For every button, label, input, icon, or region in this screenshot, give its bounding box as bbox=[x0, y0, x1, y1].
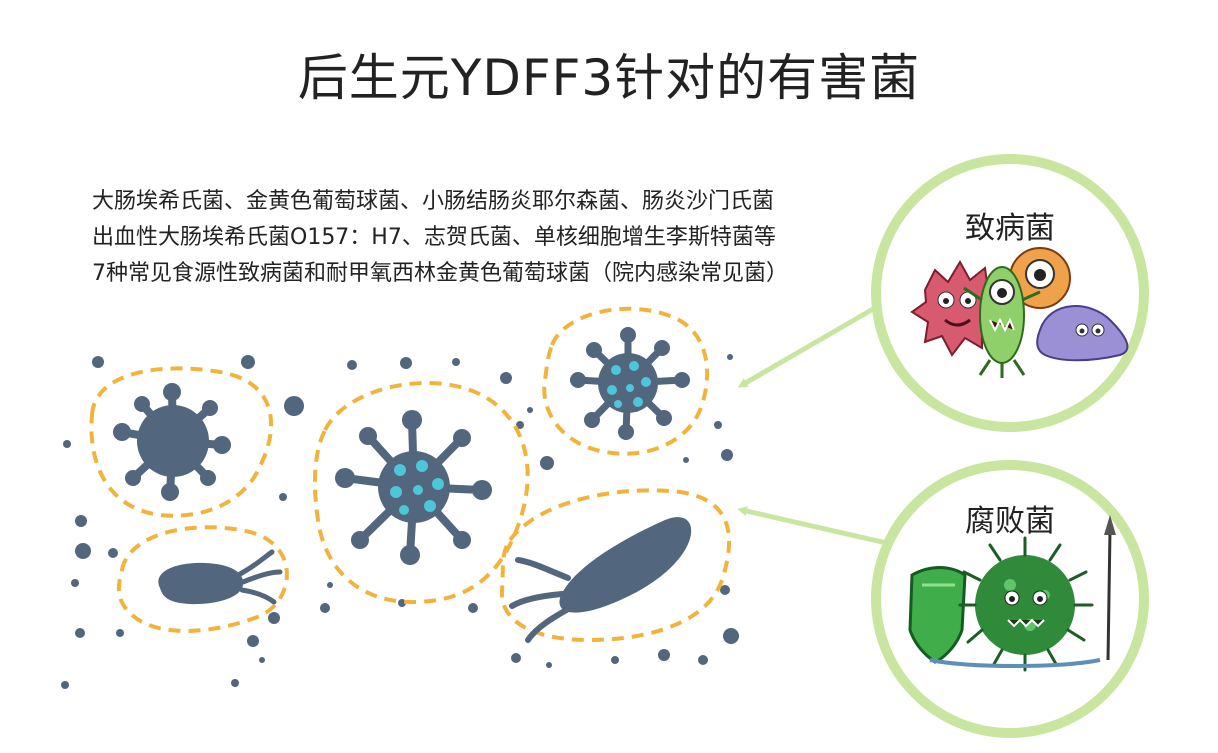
page-title: 后生元YDFF3针对的有害菌 bbox=[297, 49, 921, 107]
cartoon-spoilage-germ-icon bbox=[908, 515, 1116, 672]
arrows bbox=[737, 302, 896, 548]
cartoon-pathogen-group-icon bbox=[910, 247, 1129, 378]
description-line: 大肠埃希氏菌、金黄色葡萄球菌、小肠结肠炎耶尔森菌、肠炎沙门氏菌 bbox=[92, 189, 775, 214]
description-line: 出血性大肠埃希氏菌O157：H7、志贺氏菌、单核细胞增生李斯特菌等 bbox=[92, 225, 776, 250]
description: 大肠埃希氏菌、金黄色葡萄球菌、小肠结肠炎耶尔森菌、肠炎沙门氏菌 出血性大肠埃希氏… bbox=[92, 184, 852, 292]
bacillus-icon bbox=[509, 517, 692, 643]
pathogen-label: 致病菌 bbox=[965, 211, 1055, 246]
description-line: 7种常见食源性致病菌和耐甲氧西林金黄色葡萄球菌（院内感染常见菌） bbox=[92, 261, 788, 286]
virus-icon bbox=[113, 383, 231, 501]
dashed-outlines bbox=[89, 306, 732, 643]
arrow-to-pathogen-icon bbox=[737, 302, 882, 388]
arrow-to-spoilage-icon bbox=[737, 506, 896, 548]
virus-icon bbox=[335, 410, 492, 565]
spoilage-label: 腐败菌 bbox=[965, 504, 1055, 539]
scattered-dots bbox=[61, 354, 739, 689]
bacillus-icon bbox=[158, 549, 283, 605]
virus-icon bbox=[570, 327, 690, 440]
